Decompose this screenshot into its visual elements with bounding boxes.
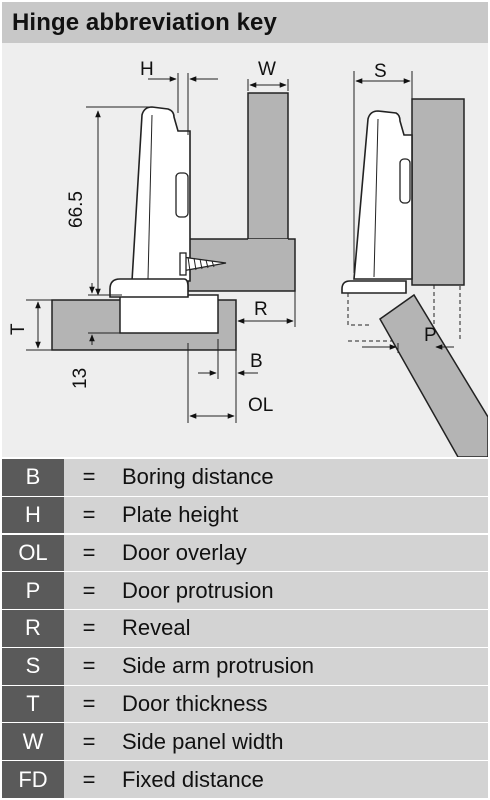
dim-label-13: 13 bbox=[70, 368, 91, 389]
title-bar: Hinge abbreviation key bbox=[2, 2, 488, 43]
door-right-open bbox=[379, 293, 488, 457]
legend-row-FD: FD = Fixed distance bbox=[2, 761, 488, 798]
legend-equals: = bbox=[82, 728, 96, 754]
legend-equals: = bbox=[82, 539, 96, 565]
hinge-arm-left bbox=[131, 106, 191, 282]
legend-key: P bbox=[2, 572, 64, 609]
dim-label-T: T bbox=[8, 323, 29, 335]
legend-key: R bbox=[2, 610, 64, 647]
legend-row-W: W = Side panel width bbox=[2, 723, 488, 761]
hinge-base-plate-left bbox=[109, 278, 189, 298]
legend-row-R: R = Reveal bbox=[2, 610, 488, 647]
legend-key: W bbox=[2, 723, 64, 761]
legend-description: Door overlay bbox=[122, 539, 247, 565]
screw-icon bbox=[179, 252, 227, 276]
legend-description: Plate height bbox=[122, 502, 239, 528]
legend-description: Side arm protrusion bbox=[122, 653, 314, 679]
legend-key: B bbox=[2, 459, 64, 496]
abbreviation-legend: B = Boring distance H = Plate height OL … bbox=[2, 459, 488, 799]
hinge-base-plate-right bbox=[341, 280, 407, 294]
legend-row-B: B = Boring distance bbox=[2, 459, 488, 496]
dim-label-R: R bbox=[254, 299, 268, 320]
legend-equals: = bbox=[82, 464, 96, 490]
legend-equals: = bbox=[82, 615, 96, 641]
hinge-diagram: H W 66.5 T 13 R B OL bbox=[2, 43, 488, 457]
dim-label-66-5: 66.5 bbox=[66, 191, 87, 228]
hinge-cup bbox=[119, 294, 219, 334]
legend-description: Door thickness bbox=[122, 690, 268, 716]
legend-key: H bbox=[2, 496, 64, 534]
legend-equals: = bbox=[82, 577, 96, 603]
dim-label-H: H bbox=[140, 59, 154, 80]
dim-label-W: W bbox=[258, 59, 276, 80]
legend-equals: = bbox=[82, 690, 96, 716]
legend-key: S bbox=[2, 647, 64, 685]
page-title: Hinge abbreviation key bbox=[12, 8, 277, 36]
legend-equals: = bbox=[82, 502, 96, 528]
legend-key: T bbox=[2, 685, 64, 723]
dim-label-OL: OL bbox=[248, 395, 273, 416]
legend-description: Boring distance bbox=[122, 464, 274, 490]
dim-label-P: P bbox=[424, 325, 437, 346]
legend-equals: = bbox=[82, 653, 96, 679]
legend-equals: = bbox=[82, 766, 96, 792]
legend-row-P: P = Door protrusion bbox=[2, 572, 488, 609]
legend-key: FD bbox=[2, 761, 64, 798]
legend-description: Side panel width bbox=[122, 728, 284, 754]
hinge-arm-right bbox=[353, 110, 413, 280]
legend-row-S: S = Side arm protrusion bbox=[2, 647, 488, 685]
legend-key: OL bbox=[2, 534, 64, 572]
legend-row-H: H = Plate height bbox=[2, 496, 488, 534]
legend-description: Door protrusion bbox=[122, 577, 274, 603]
dim-label-S: S bbox=[374, 61, 387, 82]
side-panel-right bbox=[411, 98, 465, 286]
hinge-diagram-svg: H W 66.5 T 13 R B OL bbox=[8, 59, 488, 457]
dim-label-B: B bbox=[250, 351, 263, 372]
legend-description: Fixed distance bbox=[122, 766, 264, 792]
legend-row-T: T = Door thickness bbox=[2, 685, 488, 723]
legend-row-OL: OL = Door overlay bbox=[2, 534, 488, 572]
legend-description: Reveal bbox=[122, 615, 191, 641]
